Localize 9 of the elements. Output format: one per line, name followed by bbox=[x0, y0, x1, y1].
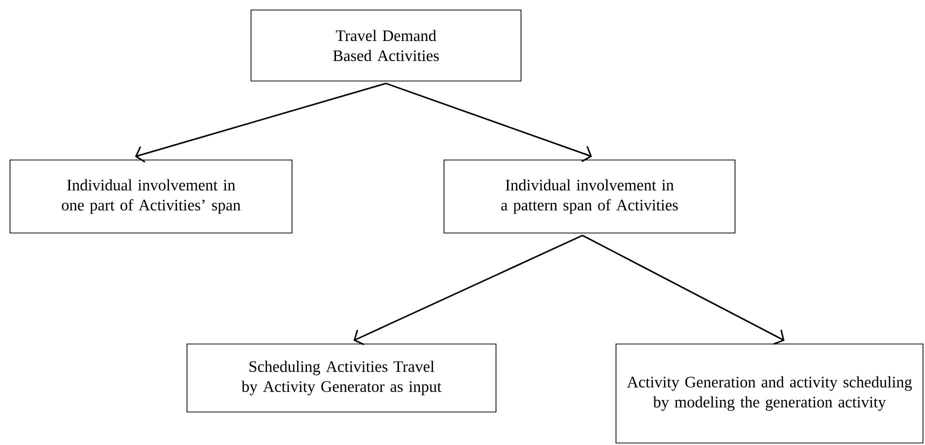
arrow bbox=[354, 234, 583, 346]
arrow bbox=[386, 82, 592, 162]
arrow bbox=[582, 234, 784, 345]
process-box: Travel Demand Based Activities bbox=[250, 10, 522, 82]
arrow bbox=[135, 82, 386, 163]
process-box: Activity Generation and activity scheduling by modeling the generation activity bbox=[616, 344, 924, 444]
process-box: Individual involvement in one part of Activities’ span bbox=[10, 160, 292, 234]
process-box: Individual involvement in a pattern span of Activities bbox=[444, 160, 736, 234]
process-box: Scheduling Activities Travel by Activity Generator as input bbox=[186, 344, 496, 412]
